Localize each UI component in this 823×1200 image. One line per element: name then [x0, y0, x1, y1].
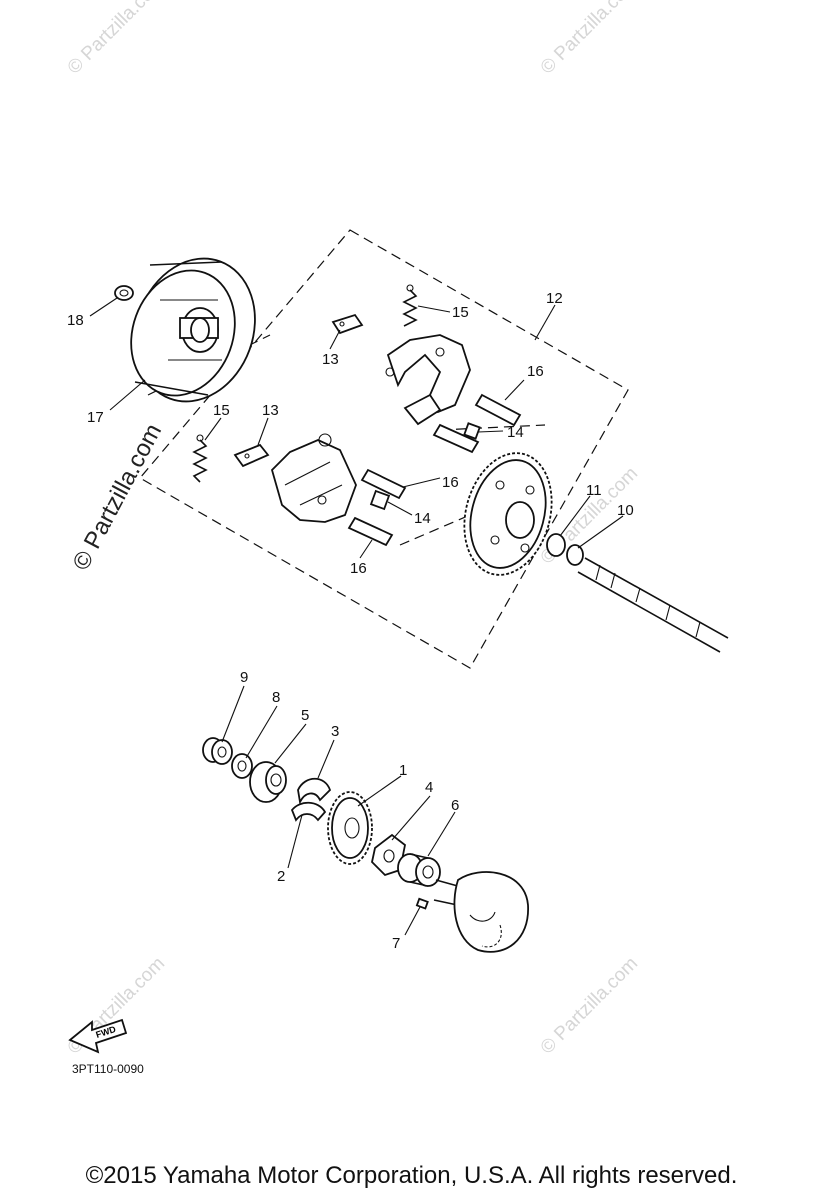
copyright-notice: ©2015 Yamaha Motor Corporation, U.S.A. A… [85, 1162, 738, 1189]
key-part-7 [415, 897, 429, 910]
callout-2: 2 [277, 868, 285, 885]
callout-5: 5 [301, 707, 309, 724]
callout-14-lower: 14 [414, 510, 431, 527]
spring-part-15-lower [192, 434, 208, 483]
watermark-top-left: © Partzilla.com [64, 0, 169, 79]
bearing-part-6 [397, 853, 441, 887]
callout-12: 12 [546, 290, 563, 307]
callout-7: 7 [392, 935, 400, 952]
pin-part-16-middle [360, 423, 480, 500]
callout-labels: 18 17 15 13 12 16 14 15 13 16 14 16 11 1… [67, 290, 634, 952]
primary-shaft [577, 557, 729, 653]
pin-part-16-lower [347, 516, 394, 547]
leader-lines [89, 297, 624, 936]
callout-18: 18 [67, 312, 84, 329]
clutch-housing-part-17 [130, 257, 256, 403]
callout-16-upper: 16 [527, 363, 544, 380]
plate-part-13-lower [233, 443, 270, 468]
gear-part-1 [327, 791, 373, 865]
callout-4: 4 [425, 779, 433, 796]
clutch-shoe-lower [270, 433, 357, 523]
watermark-top-right: © Partzilla.com [537, 0, 642, 79]
callout-6: 6 [451, 797, 459, 814]
leader-14-boundary [439, 424, 546, 431]
circlip-part-10 [566, 544, 584, 566]
diagram-code: 3PT110-0090 [72, 1062, 144, 1076]
callout-8: 8 [272, 689, 280, 706]
callout-1: 1 [399, 762, 407, 779]
washer-part-8 [231, 753, 253, 779]
callout-15-upper: 15 [452, 304, 469, 321]
crankshaft-web [433, 871, 529, 953]
leader-16-boundary [399, 514, 471, 546]
nut-part-14-upper [463, 422, 481, 440]
callout-16-lower: 16 [350, 560, 367, 577]
callout-14-upper: 14 [507, 424, 524, 441]
spring-part-15-upper [402, 284, 418, 327]
watermark-main: © Partzilla.com [67, 419, 167, 574]
callout-15-lower: 15 [213, 402, 230, 419]
pin-part-16-upper [474, 393, 522, 427]
circlip-part-18 [114, 285, 134, 301]
plate-part-13-upper [331, 313, 364, 335]
bushing-part-9 [202, 737, 233, 765]
callout-9: 9 [240, 669, 248, 686]
callout-17: 17 [87, 409, 104, 426]
cam-part-2 [290, 801, 327, 822]
callout-10: 10 [617, 502, 634, 519]
hub-part-5 [249, 761, 287, 803]
callout-13-upper: 13 [322, 351, 339, 368]
drive-gear [463, 452, 553, 576]
cam-part-3 [297, 777, 332, 805]
callout-3: 3 [331, 723, 339, 740]
callout-13-lower: 13 [262, 402, 279, 419]
clutch-shoe-upper [385, 334, 471, 426]
nut-part-14-lower [369, 489, 391, 511]
callout-11: 11 [586, 482, 602, 499]
fwd-arrow: FWD [68, 1018, 128, 1054]
callout-16-middle: 16 [442, 474, 459, 491]
watermark-bottom-right: © Partzilla.com [537, 953, 642, 1058]
washer-part-11 [546, 533, 566, 557]
